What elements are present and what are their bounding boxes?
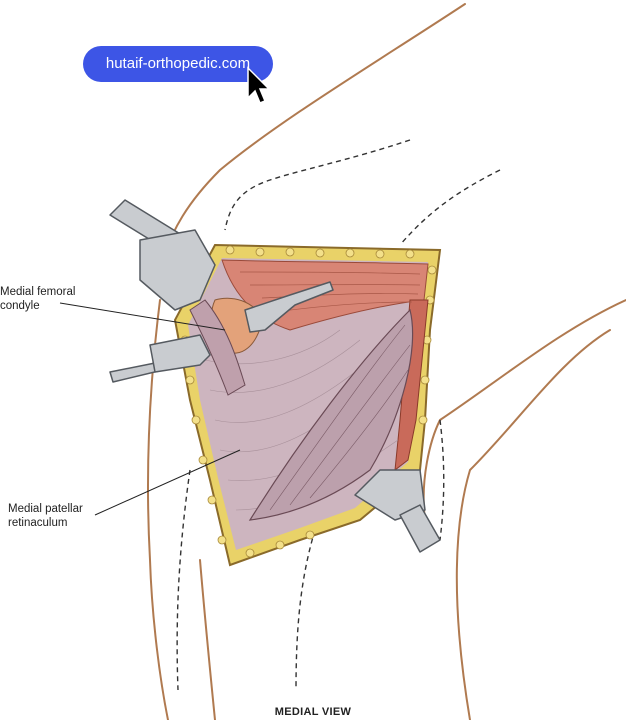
retractor-top-left — [109, 199, 216, 311]
retractor-left — [109, 334, 211, 383]
leader-line-femoral — [59, 302, 226, 331]
leader-line-patellar — [94, 449, 241, 516]
figure-caption: MEDIAL VIEW — [274, 706, 352, 718]
retractor-bottom-right — [354, 469, 441, 553]
watermark-url-text: hutaif-orthopedic.com — [105, 55, 251, 72]
muscle-right-strip — [394, 299, 429, 472]
tendon-fibers — [269, 324, 411, 511]
label-patellar-line2: retinaculum — [8, 517, 68, 529]
dashed-incision-lines — [176, 139, 501, 691]
label-medial-patellar-retinaculum: Medial patellar retinaculum — [8, 502, 118, 530]
label-patellar-line1: Medial patellar — [8, 503, 83, 515]
label-femoral-line1: Medial femoral — [0, 286, 76, 298]
label-medial-femoral-condyle: Medial femoral condyle — [0, 285, 110, 313]
patellar-tendon-fold — [248, 308, 414, 521]
mouse-pointer-icon — [247, 66, 271, 104]
label-femoral-line2: condyle — [0, 300, 40, 312]
retractor-upper-middle — [244, 281, 334, 333]
watermark-url-pill[interactable]: hutaif-orthopedic.com — [83, 46, 273, 82]
